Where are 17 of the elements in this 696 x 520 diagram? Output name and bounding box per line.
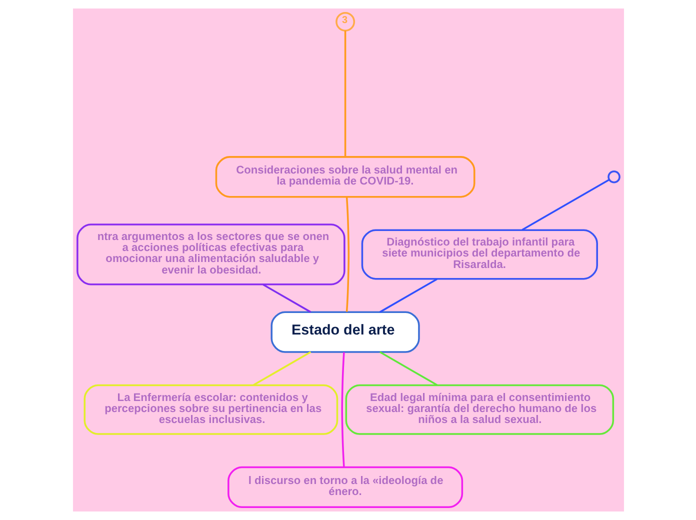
node-box: Edad legal mínima para el consentimiento sexual: garantía del derecho humano de los niños a la salud sexual. (344, 384, 614, 435)
connector (345, 197, 350, 312)
connector (344, 30, 346, 157)
node-circle (607, 170, 620, 184)
connector (378, 278, 437, 313)
connector (340, 352, 344, 467)
node-box: l discurso en torno a la «ideología de énero. (227, 466, 463, 508)
node-box: ntra argumentos a los sectores que se onen a acciones políticas efectivas para omocionar una alimentación saludable y evenir la obesidad. (76, 224, 345, 286)
node-box: Estado del arte (270, 311, 420, 353)
connector (521, 179, 609, 231)
connector (262, 284, 311, 313)
node-box: Consideraciones sobre la salud mental en la pandemia de COVID-19. (214, 156, 475, 198)
node-box: Diagnóstico del trabajo infantil para siete municipios del departamento de Risaralda. (360, 229, 598, 280)
node-box: La Enfermería escolar: contenidos y percepciones sobre su pertinencia en las escuelas inclusivas. (83, 384, 338, 435)
node-circle: 3 (335, 12, 355, 32)
connector (378, 351, 437, 386)
connector (252, 351, 311, 386)
